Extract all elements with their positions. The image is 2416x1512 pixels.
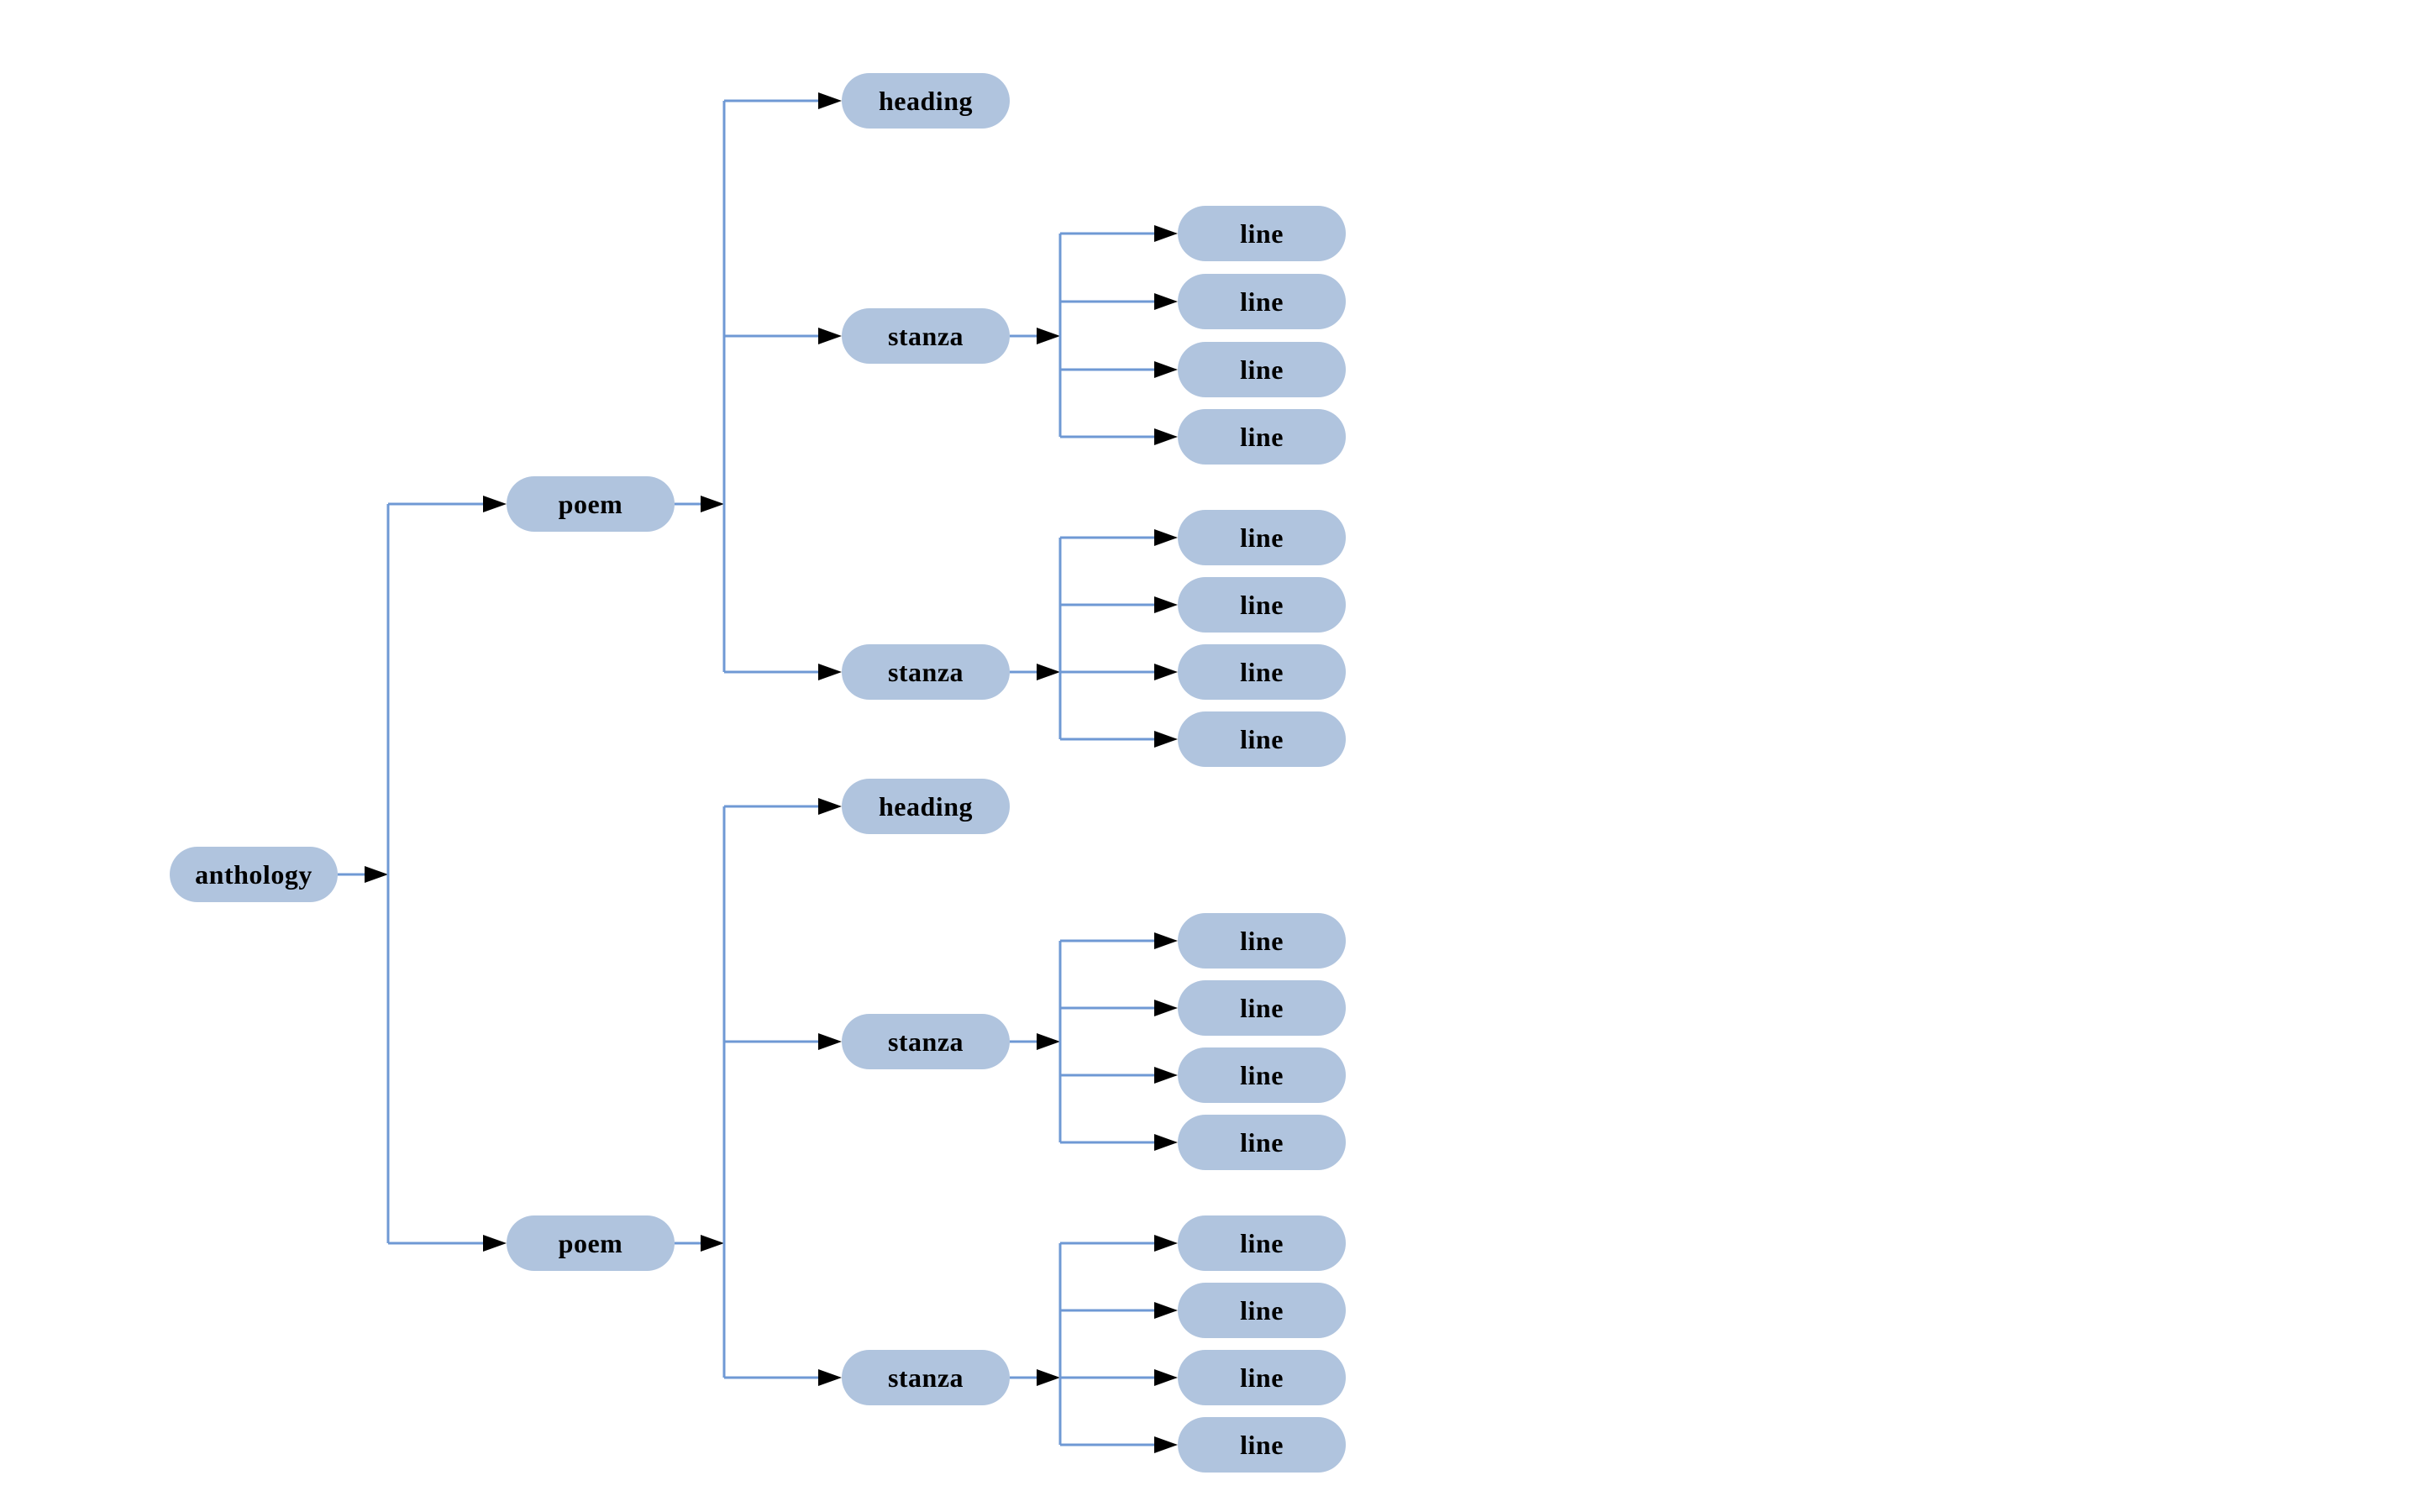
node-stanza-3: stanza [842, 1014, 1010, 1069]
node-line-11: line [1178, 1047, 1346, 1103]
node-stanza-2: stanza [842, 644, 1010, 700]
node-line-15: line [1178, 1350, 1346, 1405]
node-line-12: line [1178, 1115, 1346, 1170]
arrowhead [1154, 1067, 1178, 1084]
node-stanza-4: stanza [842, 1350, 1010, 1405]
node-label: stanza [887, 656, 964, 687]
node-line-14: line [1178, 1283, 1346, 1338]
arrowhead [701, 496, 724, 512]
arrowhead [818, 798, 842, 815]
node-line-8: line [1178, 711, 1346, 767]
arrowhead [1154, 428, 1178, 445]
arrowhead [1154, 1000, 1178, 1016]
node-label: line [1240, 1059, 1284, 1090]
arrowhead [818, 1369, 842, 1386]
arrowhead [1154, 361, 1178, 378]
node-label: poem [558, 488, 623, 519]
node-label: line [1240, 589, 1284, 620]
arrowhead [1154, 529, 1178, 546]
node-line-2: line [1178, 274, 1346, 329]
node-stanza-1: stanza [842, 308, 1010, 364]
node-line-3: line [1178, 342, 1346, 397]
node-label: line [1240, 421, 1284, 452]
node-label: line [1240, 286, 1284, 317]
node-label: line [1240, 354, 1284, 385]
arrowhead [1154, 1134, 1178, 1151]
node-poem-1: poem [507, 476, 675, 532]
arrowhead [701, 1235, 724, 1252]
arrowhead [1154, 1302, 1178, 1319]
node-anthology: anthology [170, 847, 338, 902]
node-label: line [1240, 1126, 1284, 1158]
arrowhead [818, 1033, 842, 1050]
node-label: line [1240, 1362, 1284, 1393]
node-label: stanza [887, 320, 964, 351]
node-label: line [1240, 1294, 1284, 1326]
arrowhead [818, 328, 842, 344]
arrowhead [1154, 1369, 1178, 1386]
node-line-5: line [1178, 510, 1346, 565]
node-line-6: line [1178, 577, 1346, 633]
arrowhead [483, 1235, 507, 1252]
node-label: line [1240, 925, 1284, 956]
arrowhead [1154, 596, 1178, 613]
node-label: poem [558, 1227, 623, 1258]
arrowhead [818, 664, 842, 680]
arrowhead [1154, 225, 1178, 242]
node-label: line [1240, 656, 1284, 687]
arrowhead [1154, 731, 1178, 748]
node-line-13: line [1178, 1215, 1346, 1271]
arrowhead [1037, 664, 1060, 680]
node-label: line [1240, 992, 1284, 1023]
node-line-9: line [1178, 913, 1346, 969]
node-label: heading [879, 790, 973, 822]
node-poem-2: poem [507, 1215, 675, 1271]
arrowhead [483, 496, 507, 512]
arrowhead [1154, 293, 1178, 310]
node-label: anthology [195, 858, 313, 890]
node-line-1: line [1178, 206, 1346, 261]
node-label: line [1240, 1227, 1284, 1258]
node-line-4: line [1178, 409, 1346, 465]
arrowhead [1154, 1235, 1178, 1252]
node-line-16: line [1178, 1417, 1346, 1473]
node-label: stanza [887, 1026, 964, 1057]
node-label: heading [879, 85, 973, 116]
node-heading-2: heading [842, 779, 1010, 834]
arrowhead [365, 866, 388, 883]
node-label: line [1240, 218, 1284, 249]
arrowhead [1154, 664, 1178, 680]
arrowhead [1154, 1436, 1178, 1453]
node-heading-1: heading [842, 73, 1010, 129]
node-line-7: line [1178, 644, 1346, 700]
node-line-10: line [1178, 980, 1346, 1036]
arrowhead [1037, 1033, 1060, 1050]
node-label: line [1240, 522, 1284, 553]
arrowhead [1154, 932, 1178, 949]
node-label: stanza [887, 1362, 964, 1393]
arrowhead [1037, 1369, 1060, 1386]
arrowhead [818, 92, 842, 109]
node-label: line [1240, 723, 1284, 754]
node-label: line [1240, 1429, 1284, 1460]
arrowhead [1037, 328, 1060, 344]
